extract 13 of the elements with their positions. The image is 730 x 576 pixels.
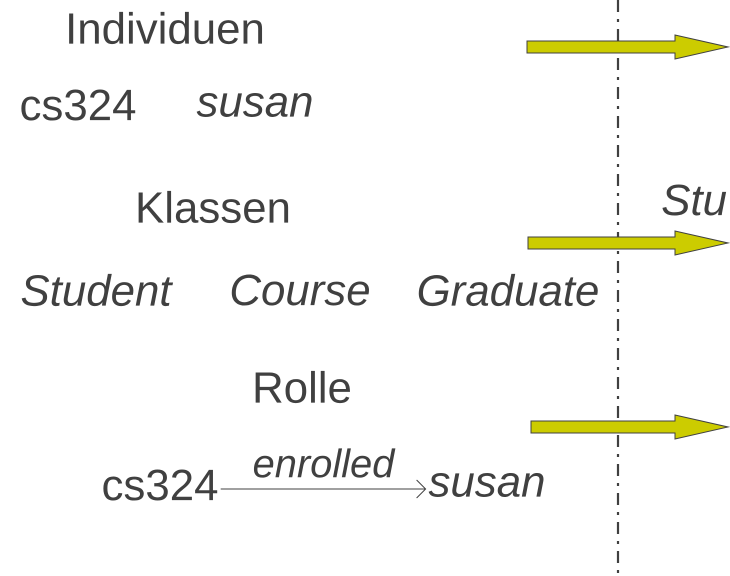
- class-text: Graduate: [418, 274, 598, 306]
- node-text: cs324: [103, 469, 218, 500]
- heading-text: Rolle: [256, 370, 350, 404]
- cut-off-text: Stu: [662, 184, 726, 216]
- individual-text: susan: [196, 93, 312, 117]
- heading-text: Klassen: [138, 190, 288, 224]
- individual-text: cs324: [21, 89, 136, 120]
- heading-text: Individuen: [69, 12, 262, 44]
- class-text: Course: [232, 274, 369, 306]
- edge-label: enrolled: [252, 448, 396, 478]
- node-text: susan: [428, 473, 544, 497]
- arrow: [220, 480, 426, 498]
- class-text: Student: [22, 274, 174, 306]
